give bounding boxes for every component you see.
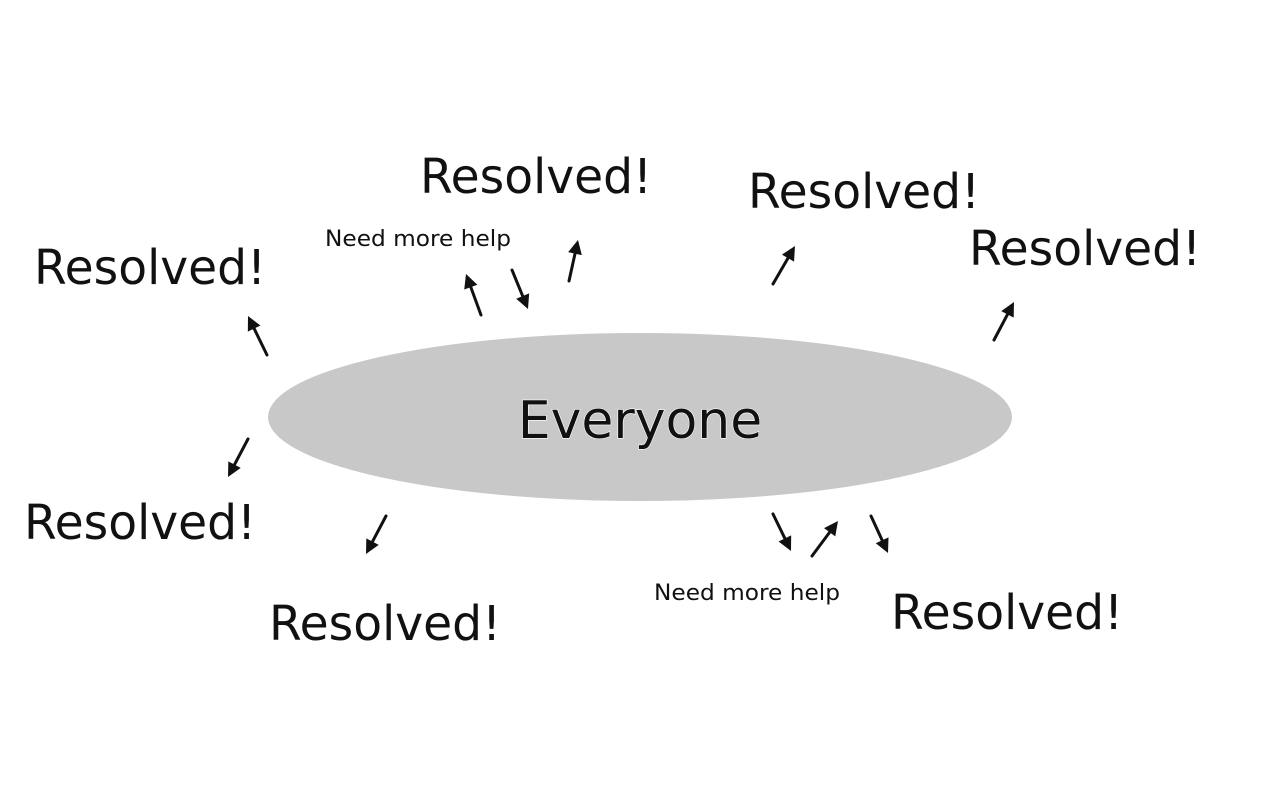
- center-label: Everyone: [518, 391, 763, 451]
- arrow: [228, 437, 250, 477]
- arrow-head: [824, 521, 838, 537]
- arrow-shaft: [992, 312, 1009, 342]
- arrow: [810, 521, 838, 558]
- arrow-shaft: [371, 514, 388, 544]
- arrow: [992, 302, 1014, 342]
- arrow-head: [568, 240, 582, 256]
- arrow-head: [247, 316, 261, 332]
- outcome-label: Resolved!: [269, 596, 501, 652]
- help-label: Need more help: [654, 581, 840, 606]
- outcome-label: Resolved!: [420, 149, 652, 205]
- arrow-head: [228, 461, 241, 477]
- arrow-shaft: [510, 268, 525, 298]
- arrow: [366, 514, 388, 554]
- arrow-head: [778, 535, 792, 551]
- arrow: [771, 246, 795, 286]
- arrow-head: [516, 293, 530, 309]
- arrow: [567, 240, 582, 283]
- arrow-head: [366, 538, 379, 554]
- arrow-shaft: [252, 327, 269, 357]
- arrow-shaft: [233, 437, 250, 467]
- arrow-shaft: [869, 514, 884, 542]
- arrows-group: [228, 240, 1014, 558]
- arrow-head: [781, 246, 795, 262]
- everyone-ellipse: [268, 333, 1012, 501]
- arrow-shaft: [771, 256, 790, 286]
- arrow: [464, 274, 483, 317]
- arrow: [247, 316, 269, 357]
- arrow-shaft: [567, 252, 577, 283]
- outcome-label: Resolved!: [891, 585, 1123, 641]
- arrow: [510, 268, 530, 309]
- arrow-shaft: [810, 530, 832, 558]
- arrow: [869, 514, 889, 553]
- arrow: [771, 512, 792, 551]
- arrow-head: [1001, 302, 1014, 318]
- arrow-shaft: [469, 285, 483, 317]
- arrow-head: [875, 537, 889, 553]
- outcome-label: Resolved!: [24, 495, 256, 551]
- outcome-label: Resolved!: [34, 240, 266, 296]
- help-label: Need more help: [325, 227, 511, 252]
- outcome-label: Resolved!: [969, 221, 1201, 277]
- arrow-head: [464, 274, 478, 290]
- arrow-shaft: [771, 512, 787, 540]
- outcome-label: Resolved!: [748, 164, 980, 220]
